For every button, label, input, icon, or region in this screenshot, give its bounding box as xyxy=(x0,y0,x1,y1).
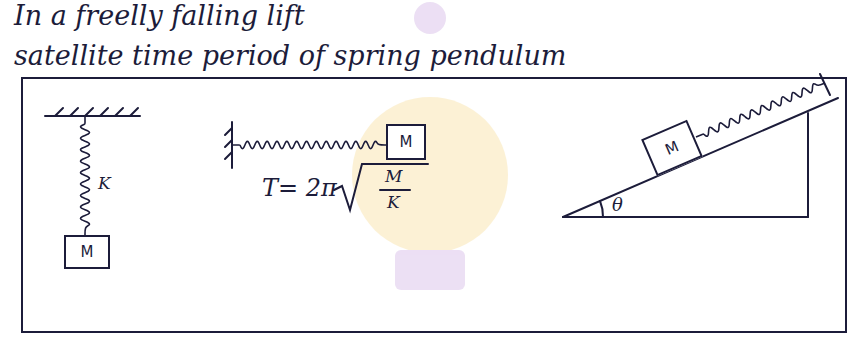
angle-symbol: θ xyxy=(612,196,623,214)
mass-label: M xyxy=(663,139,681,158)
mass-block: M xyxy=(64,235,110,269)
fraction-denominator: K xyxy=(387,194,400,211)
spring xyxy=(696,83,825,137)
ceiling-hatch xyxy=(55,108,138,116)
incline-base xyxy=(563,216,808,218)
logo-watermark xyxy=(414,2,446,34)
incline-height xyxy=(807,113,809,217)
mass-block: M xyxy=(386,124,426,160)
angle-arc xyxy=(600,201,603,217)
bulb-watermark xyxy=(352,97,508,253)
radical-sign xyxy=(334,164,428,210)
mass-label: M xyxy=(81,245,94,260)
fraction-bar xyxy=(380,189,410,191)
spring xyxy=(232,141,386,148)
spring-constant: K xyxy=(98,175,111,192)
bulb-base-watermark xyxy=(395,250,465,290)
fraction-numerator: M xyxy=(385,168,402,185)
heading-line: In a freelly falling lift xyxy=(14,2,305,29)
mass-label: M xyxy=(400,135,413,150)
wall-hatch xyxy=(225,128,232,159)
mass-block: M xyxy=(641,120,703,177)
incline xyxy=(563,98,838,217)
ceiling xyxy=(45,115,140,117)
spring xyxy=(80,116,89,235)
formula-text: T= 2π xyxy=(262,176,337,200)
frame xyxy=(22,78,846,332)
heading-line: satellite time period of spring pendulum xyxy=(14,42,566,69)
